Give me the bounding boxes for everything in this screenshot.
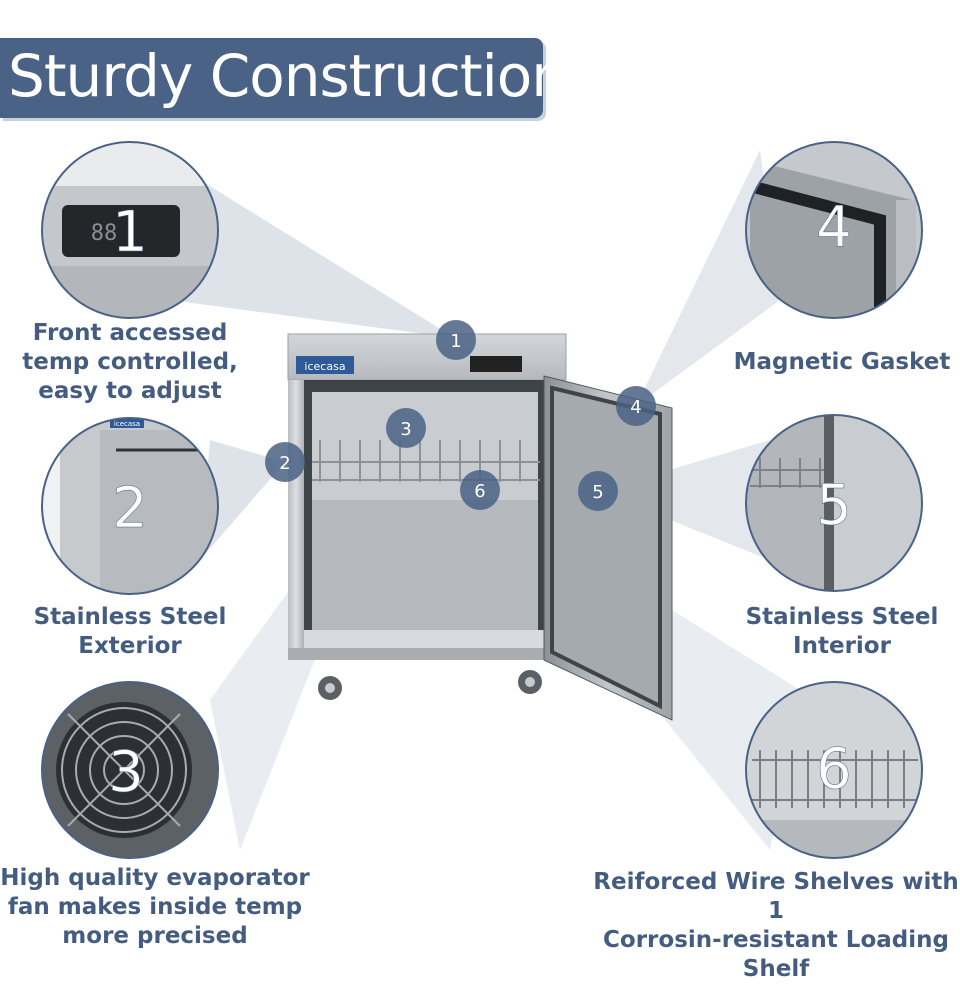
circle-3-number: 3 — [108, 740, 144, 805]
caption-1-line-2: temp controlled, — [22, 349, 238, 375]
detail-circle-3: 3 — [41, 681, 219, 859]
brand-small-label: icecasa — [114, 420, 140, 428]
caption-3: High quality evaporator fan makes inside… — [0, 864, 310, 951]
caption-5: Stainless Steel Interior — [724, 603, 960, 661]
marker-5 — [578, 471, 618, 511]
marker-6 — [460, 470, 500, 510]
title-banner: Sturdy Construction: — [0, 38, 587, 118]
marker-1-label: 1 — [450, 331, 461, 352]
brand-plate — [296, 356, 354, 374]
marker-2 — [265, 442, 305, 482]
marker-3 — [386, 408, 426, 448]
detail-circle-5: 5 — [745, 414, 923, 592]
caption-2-line-1: Stainless Steel — [33, 604, 227, 630]
detail-circle-1: 88 1 — [41, 141, 219, 319]
caption-6: Reiforced Wire Shelves with 1 Corrosin-r… — [592, 868, 960, 984]
circle-4-number: 4 — [816, 195, 852, 260]
detail-circle-6: 6 — [745, 681, 923, 859]
caption-6-line-2: Corrosin-resistant Loading — [603, 927, 949, 953]
caption-5-line-1: Stainless Steel — [745, 604, 939, 630]
caption-3-line-3: more precised — [62, 923, 248, 949]
caption-1-line-3: easy to adjust — [38, 378, 222, 404]
marker-4-label: 4 — [630, 397, 641, 418]
caption-5-line-2: Interior — [793, 633, 891, 659]
caption-1-line-1: Front accessed — [32, 320, 228, 346]
marker-5-label: 5 — [592, 482, 603, 503]
caption-2-line-2: Exterior — [78, 633, 182, 659]
marker-1 — [436, 320, 476, 360]
fridge-markers — [265, 320, 656, 511]
circle-5-number: 5 — [816, 473, 852, 538]
circle-6-number: 6 — [816, 737, 852, 802]
marker-2-label: 2 — [279, 453, 290, 474]
detail-circle-2: icecasa 2 — [41, 417, 219, 595]
caption-2: Stainless Steel Exterior — [10, 603, 250, 661]
caption-3-line-2: fan makes inside temp — [7, 894, 303, 920]
marker-3-label: 3 — [400, 419, 411, 440]
page-title: Sturdy Construction: — [8, 42, 587, 110]
display-reading: 88 — [91, 221, 118, 246]
caption-4: Magnetic Gasket — [724, 348, 960, 377]
caption-1: Front accessed temp controlled, easy to … — [10, 319, 250, 406]
circle-2-number: 2 — [112, 476, 148, 541]
detail-circle-4: 4 — [745, 141, 923, 319]
caption-3-line-1: High quality evaporator — [0, 865, 310, 891]
product-illustration: icecasa 1 2 3 4 — [41, 141, 923, 859]
caption-6-line-3: Shelf — [742, 956, 810, 982]
circle-1-number: 1 — [112, 200, 148, 265]
brand-label: icecasa — [304, 360, 345, 373]
marker-6-label: 6 — [474, 481, 485, 502]
marker-4 — [616, 386, 656, 426]
caption-6-line-1: Reiforced Wire Shelves with 1 — [593, 869, 959, 924]
caption-4-line-1: Magnetic Gasket — [733, 349, 951, 375]
refrigerator: icecasa — [287, 333, 673, 721]
